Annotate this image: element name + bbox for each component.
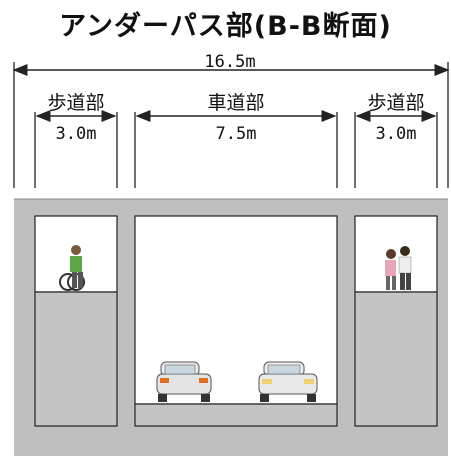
roadway-width: 7.5m xyxy=(215,124,257,144)
car-right xyxy=(258,361,318,402)
left-sidewalk-width: 3.0m xyxy=(55,124,97,144)
right-sidewalk-width: 3.0m xyxy=(375,124,417,144)
diagram-title: アンダーパス部(B-B断面) xyxy=(59,11,392,42)
roadway-label: 車道部 xyxy=(207,92,265,114)
overall-dimension-line xyxy=(12,62,450,188)
left-sidewalk-label: 歩道部 xyxy=(47,92,105,114)
section-dimension-lines xyxy=(34,110,438,188)
underpass-structure xyxy=(14,198,448,456)
overall-width-label: 16.5m xyxy=(204,52,256,72)
car-left xyxy=(156,361,212,402)
pedestrians-figure xyxy=(385,246,412,290)
cyclist-figure xyxy=(59,245,85,291)
right-sidewalk-label: 歩道部 xyxy=(367,92,425,114)
